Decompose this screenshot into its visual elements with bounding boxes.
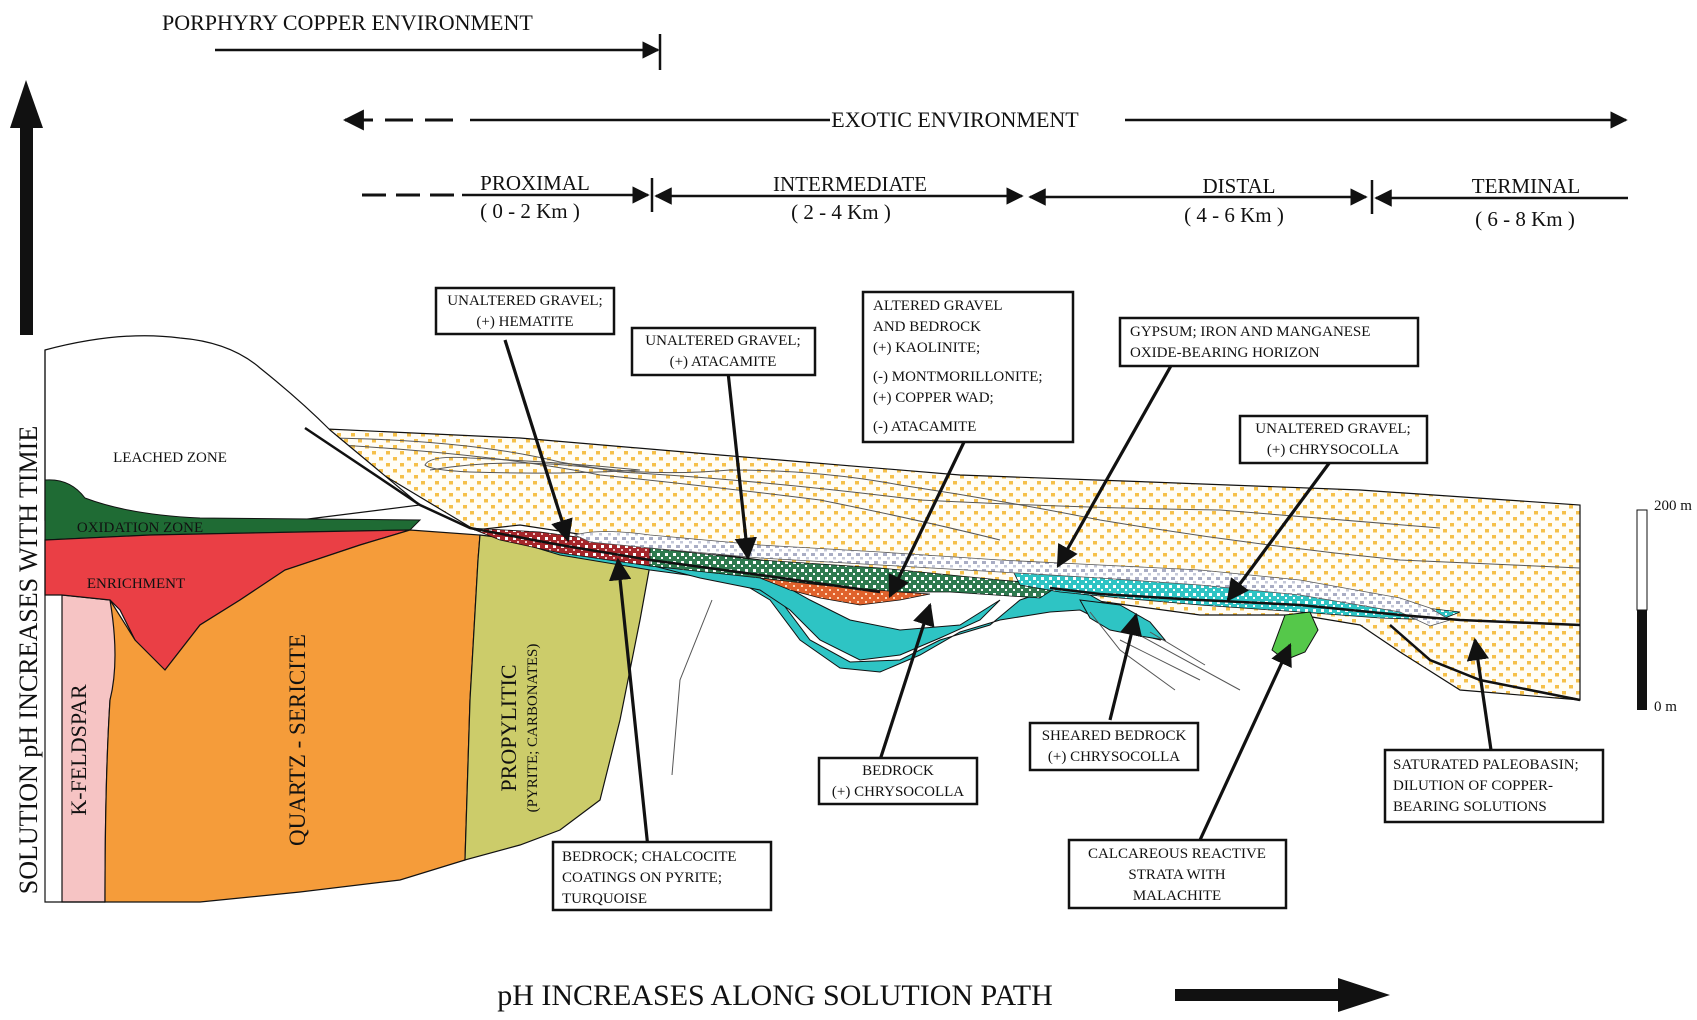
malachite-strata [1271,611,1319,661]
svg-text:GYPSUM; IRON AND MANGANESE: GYPSUM; IRON AND MANGANESE [1130,324,1370,340]
callout-bedrock-chalcocite: BEDROCK; CHALCOCITE COATINGS ON PYRITE; … [551,840,773,912]
leached-zone [44,335,422,526]
exotic-environment-title: EXOTIC ENVIRONMENT [831,107,1079,132]
svg-text:(+) CHRYSOCOLLA: (+) CHRYSOCOLLA [1267,442,1399,458]
propylitic-label: PROPYLITIC [496,664,521,791]
atacamite-horizon [649,547,1062,599]
svg-text:(-) ATACAMITE: (-) ATACAMITE [873,419,976,435]
segment-terminal-range: ( 6 - 8 Km ) [1475,207,1575,231]
gravel-channel-2 [329,437,1581,569]
callout-paleobasin: SATURATED PALEOBASIN; DILUTION OF COPPER… [1383,748,1605,824]
quartz-sericite-label: QUARTZ - SERICITE [285,634,310,846]
oxidation-zone [44,479,422,541]
fault-line-1 [671,599,713,776]
callout-altered: ALTERED GRAVEL AND BEDROCK (+) KAOLINITE… [861,290,1075,444]
callout-chrysocolla-gravel: UNALTERED GRAVEL; (+) CHRYSOCOLLA [1238,414,1429,465]
y-axis-arrow-head [10,80,43,128]
svg-text:(+) ATACAMITE: (+) ATACAMITE [670,354,777,370]
segment-distal-name: DISTAL [1203,174,1276,198]
x-axis-arrow-shaft [1175,989,1340,1001]
gypsum-horizon [573,531,1451,627]
svg-text:UNALTERED GRAVEL;: UNALTERED GRAVEL; [645,333,800,349]
leader-arrows [503,339,1493,849]
svg-text:OXIDE-BEARING HORIZON: OXIDE-BEARING HORIZON [1130,345,1320,361]
segment-intermediate-range: ( 2 - 4 Km ) [791,200,891,224]
scale-bar-top [1636,509,1648,611]
enrichment-label: ENRICHMENT [87,576,185,592]
svg-text:(+) HEMATITE: (+) HEMATITE [476,314,573,330]
svg-text:CALCAREOUS REACTIVE: CALCAREOUS REACTIVE [1088,846,1266,862]
y-axis-label: SOLUTION pH INCREASES WITH TIMIE [14,426,43,894]
callout-bedrock-chrysocolla: BEDROCK (+) CHRYSOCOLLA [817,756,979,806]
svg-text:(-) MONTMORILLONITE;: (-) MONTMORILLONITE; [873,369,1043,385]
svg-text:(+) CHRYSOCOLLA: (+) CHRYSOCOLLA [832,784,964,800]
callout-atacamite: UNALTERED GRAVEL; (+) ATACAMITE [630,326,817,377]
segment-intermediate-name: INTERMEDIATE [773,172,927,196]
segment-terminal-name: TERMINAL [1472,174,1581,198]
bedrock-channel-body [649,564,1001,661]
segment-distal-range: ( 4 - 6 Km ) [1184,203,1284,227]
shear-lines [1119,629,1241,691]
kfeldspar-label: K-FELDSPAR [66,684,91,816]
fault-line-2 [1089,611,1176,691]
svg-text:COATINGS ON PYRITE;: COATINGS ON PYRITE; [562,870,722,886]
segment-proximal-range: ( 0 - 2 Km ) [480,199,580,223]
svg-text:(+) KAOLINITE;: (+) KAOLINITE; [873,340,980,356]
svg-text:UNALTERED GRAVEL;: UNALTERED GRAVEL; [1255,421,1410,437]
svg-text:SHEARED BEDROCK: SHEARED BEDROCK [1042,728,1187,744]
svg-text:(+) COPPER WAD;: (+) COPPER WAD; [873,390,994,406]
callout-gypsum: GYPSUM; IRON AND MANGANESE OXIDE-BEARING… [1118,316,1420,368]
scale-bar-bottom [1637,610,1647,710]
callout-hematite: UNALTERED GRAVEL; (+) HEMATITE [434,286,616,336]
svg-text:SATURATED PALEOBASIN;: SATURATED PALEOBASIN; [1393,757,1579,773]
segment-proximal-name: PROXIMAL [480,171,590,195]
gravel-lens [424,456,641,474]
porphyry-environment-title: PORPHYRY COPPER ENVIRONMENT [162,10,533,35]
gravel-base-line [304,426,1581,627]
paleobasin-base-line [1389,624,1581,702]
x-axis-label: pH INCREASES ALONG SOLUTION PATH [497,979,1053,1012]
svg-text:(+) CHRYSOCOLLA: (+) CHRYSOCOLLA [1048,749,1180,765]
callout-calcareous: CALCAREOUS REACTIVE STRATA WITH MALACHIT… [1067,838,1288,910]
svg-text:TURQUOISE: TURQUOISE [562,891,647,907]
scale-bottom-label: 0 m [1654,699,1677,715]
svg-text:BEARING SOLUTIONS: BEARING SOLUTIONS [1393,799,1547,815]
x-axis-arrow-head [1338,978,1390,1012]
svg-text:MALACHITE: MALACHITE [1133,888,1221,904]
quartz-sericite-zone [104,529,481,903]
svg-text:STRATA WITH: STRATA WITH [1128,867,1225,883]
propylitic-sub-label: (PYRITE; CARBONATES) [525,644,541,813]
svg-text:AND BEDROCK: AND BEDROCK [873,319,981,335]
svg-text:BEDROCK; CHALCOCITE: BEDROCK; CHALCOCITE [562,849,737,865]
svg-text:UNALTERED GRAVEL;: UNALTERED GRAVEL; [447,293,602,309]
propylitic-zone [464,534,651,861]
svg-text:ALTERED GRAVEL: ALTERED GRAVEL [873,298,1003,314]
svg-text:BEDROCK: BEDROCK [862,763,934,779]
scale-top-label: 200 m [1654,498,1692,514]
y-axis-arrow-shaft [20,125,33,335]
oxidation-zone-label: OXIDATION ZONE [77,520,203,536]
gravel-channel-3 [339,444,1001,541]
leached-zone-label: LEACHED ZONE [113,450,227,466]
hill-outline [44,350,105,903]
callout-sheared: SHEARED BEDROCK (+) CHRYSOCOLLA [1028,721,1200,772]
svg-text:DILUTION OF COPPER-: DILUTION OF COPPER- [1393,778,1553,794]
